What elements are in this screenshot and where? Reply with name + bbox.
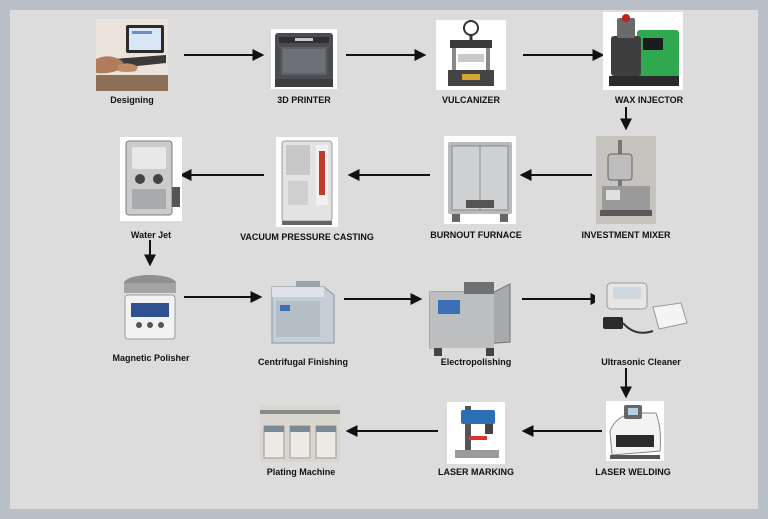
vacuum-casting-label: VACUUM PRESSURE CASTING (240, 232, 374, 242)
3d-printer-label: 3D PRINTER (277, 95, 331, 105)
ultrasonic-cleaner-icon (603, 282, 688, 334)
ultrasonic-cleaner-image (595, 277, 691, 347)
electropolishing-machine-icon (429, 282, 511, 356)
magnetic-polisher-label: Magnetic Polisher (112, 353, 190, 363)
laser-welder-icon (609, 405, 661, 459)
electropolishing-image (424, 278, 516, 358)
laptop-typing-icon (96, 19, 168, 91)
investment-mixer-icon (596, 136, 656, 224)
vulcanizer-press-icon (448, 20, 494, 86)
burnout-furnace-image (444, 136, 516, 224)
investment-mixer-image (596, 136, 656, 224)
designing-label: Designing (110, 95, 154, 105)
designing-image (96, 19, 168, 91)
vulcanizer-image (436, 20, 506, 90)
vacuum-casting-image (276, 137, 338, 227)
water-jet-label: Water Jet (130, 230, 172, 240)
plating-machine-image (260, 406, 340, 462)
magnetic-polisher-icon (124, 275, 176, 340)
centrifugal-finishing-label: Centrifugal Finishing (258, 357, 348, 367)
water-jet-cabinet-icon (125, 140, 180, 216)
3d-printer-image (271, 29, 337, 89)
vacuum-casting-machine-icon (281, 140, 333, 225)
laser-welding-image (606, 401, 664, 461)
wax-injector-image (603, 12, 683, 90)
plating-tanks-icon (260, 406, 340, 462)
burnout-furnace-icon (448, 142, 512, 222)
wax-injector-label: WAX INJECTOR (614, 95, 684, 105)
process-flow-diagram: Designing 3D PRINTER VULCANIZER (10, 10, 758, 509)
burnout-furnace-label: BURNOUT FURNACE (430, 230, 522, 240)
ultrasonic-cleaner-label: Ultrasonic Cleaner (601, 357, 681, 367)
wax-injector-icon (609, 14, 679, 86)
electropolishing-label: Electropolishing (440, 357, 512, 367)
magnetic-polisher-image (117, 269, 183, 345)
vulcanizer-label: VULCANIZER (442, 95, 500, 105)
flow-arrows (144, 49, 632, 437)
laser-marking-icon (455, 406, 499, 458)
laser-marking-label: LASER MARKING (438, 467, 514, 477)
3d-printer-icon (275, 33, 333, 87)
plating-machine-label: Plating Machine (266, 467, 336, 477)
laser-welding-label: LASER WELDING (595, 467, 671, 477)
laser-marking-image (447, 402, 505, 464)
investment-mixer-label: INVESTMENT MIXER (581, 230, 671, 240)
centrifugal-finisher-icon (271, 281, 335, 344)
water-jet-image (120, 137, 182, 221)
centrifugal-finishing-image (266, 277, 340, 349)
